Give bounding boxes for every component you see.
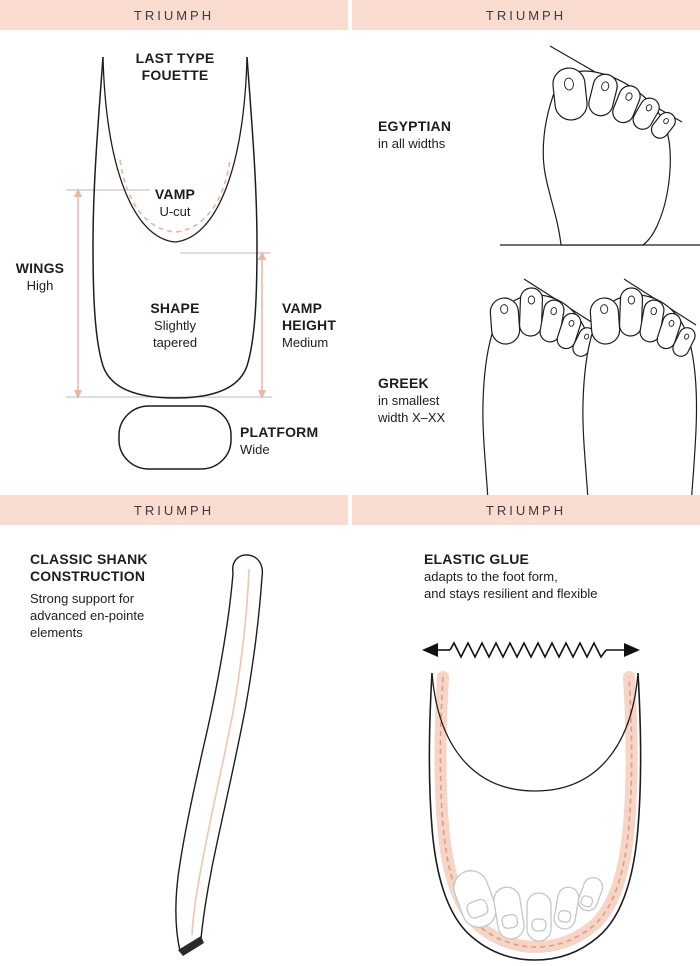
fourth-toe: [553, 886, 580, 930]
panel-elastic-glue: TRIUMPH: [350, 495, 700, 966]
shank-title: CLASSIC SHANK CONSTRUCTION: [30, 551, 148, 584]
toes-in-box: [453, 870, 604, 942]
stretch-zigzag-arrow: [422, 641, 640, 659]
panel-foot-types: TRIUMPH: [350, 0, 700, 495]
fourth-toe: [632, 97, 660, 130]
fourth-toe: [556, 312, 582, 350]
shank-illustration: [175, 554, 264, 956]
label-shank: CLASSIC SHANK CONSTRUCTION Strong suppor…: [30, 551, 210, 641]
big-toe: [552, 67, 588, 121]
label-platform: PLATFORM Wide: [240, 424, 350, 458]
shank-description: Strong support for advanced en-pointe el…: [30, 591, 145, 640]
egyptian-value: in all widths: [378, 136, 446, 151]
panel-header: TRIUMPH: [0, 0, 348, 30]
platform-value: Wide: [240, 442, 270, 457]
vamp-height-measure-arrow: [258, 251, 266, 399]
panel-header: TRIUMPH: [352, 495, 700, 525]
toe-nail: [466, 898, 489, 919]
second-toe: [588, 73, 618, 117]
label-last-type: LAST TYPE FOUETTE: [0, 50, 350, 84]
label-greek: GREEK in smallest width X–XX: [378, 375, 508, 426]
toe-box-outline: [428, 672, 642, 961]
shoe-outline: [92, 56, 258, 399]
third-toe: [612, 85, 641, 124]
little-toe: [577, 876, 604, 912]
toe-nail: [501, 913, 519, 929]
zigzag-line: [449, 641, 607, 659]
egyptian-title: EGYPTIAN: [378, 118, 452, 134]
brand-title: TRIUMPH: [485, 502, 567, 518]
greek-foot: [482, 278, 598, 495]
elastic-glue-description: adapts to the foot form, and stays resil…: [424, 569, 598, 601]
vamp-title: VAMP: [154, 186, 196, 202]
throat-line: [102, 56, 248, 243]
label-wings: WINGS High: [2, 260, 78, 294]
label-elastic-glue: ELASTIC GLUE adapts to the foot form, an…: [424, 551, 664, 602]
greek-title: GREEK: [378, 375, 429, 391]
toe-nails: [563, 77, 669, 125]
pointe-shoe-top-view-illustration: [66, 56, 272, 470]
panel-header: TRIUMPH: [352, 0, 700, 30]
arrow-down-icon: [258, 390, 266, 399]
label-vamp-height: VAMP HEIGHT Medium: [282, 300, 350, 351]
label-egyptian: EGYPTIAN in all widths: [378, 118, 508, 152]
label-vamp: VAMP U-cut: [0, 186, 350, 220]
arrow-down-icon: [74, 390, 82, 399]
wings-value: High: [26, 278, 54, 293]
panel-last-type: TRIUMPH LAST TYPE FOUETTE: [0, 0, 350, 495]
shank-inner-line: [191, 568, 250, 936]
label-shape: SHAPE Slightly tapered: [0, 300, 350, 351]
toe-nail: [580, 895, 594, 908]
elastic-glue-illustration: [422, 641, 642, 961]
foot-types-illustration: [482, 45, 700, 495]
toe-nails: [500, 295, 590, 340]
third-toe: [526, 892, 552, 942]
arrow-up-icon: [74, 188, 82, 197]
vamp-dashed-line: [119, 159, 231, 233]
big-toe: [489, 297, 521, 345]
shape-title: SHAPE: [150, 300, 200, 316]
last-type-title: LAST TYPE: [135, 50, 215, 66]
vamp-height-value: Medium: [282, 335, 329, 350]
platform-outline: [118, 405, 232, 470]
toe-nail: [557, 909, 572, 923]
brand-title: TRIUMPH: [485, 7, 567, 23]
panel-header: TRIUMPH: [0, 495, 348, 525]
vamp-value: U-cut: [159, 204, 191, 219]
egyptian-foot-illustration: [500, 45, 700, 246]
little-toe: [650, 111, 676, 139]
wings-title: WINGS: [15, 260, 65, 276]
greek-value: in smallest width X–XX: [378, 393, 446, 425]
last-type-value: FOUETTE: [141, 67, 209, 83]
shank-outline: [175, 554, 264, 953]
platform-title: PLATFORM: [240, 424, 319, 440]
elastic-glue-title: ELASTIC GLUE: [424, 551, 530, 567]
panel-shank: TRIUMPH CLASSIC SHANK CONSTRUCTION Stron…: [0, 495, 350, 966]
shank-tip: [178, 936, 204, 956]
arrow-up-icon: [258, 251, 266, 260]
toe-nail: [531, 918, 547, 932]
wings-measure-arrow: [74, 188, 82, 399]
glue-dashed-line: [439, 676, 633, 948]
arrow-right-icon: [624, 643, 640, 657]
toe-box-throat-line: [431, 672, 639, 792]
shape-value: Slightly tapered: [152, 318, 198, 350]
greek-foot-second: [582, 278, 699, 495]
arrow-left-icon: [422, 643, 438, 657]
brand-title: TRIUMPH: [133, 7, 215, 23]
brand-title: TRIUMPH: [133, 502, 215, 518]
vamp-height-title: VAMP HEIGHT: [282, 300, 337, 333]
greek-feet-illustration: [482, 278, 699, 495]
second-toe: [518, 287, 544, 337]
